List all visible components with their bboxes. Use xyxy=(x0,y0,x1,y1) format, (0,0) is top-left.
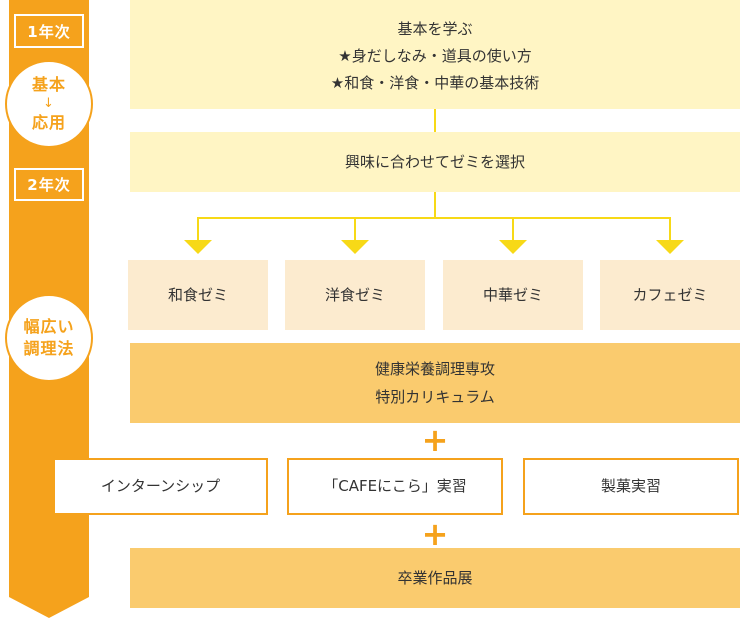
stage-applied-text: 応用 xyxy=(31,113,66,132)
seminar-chuka: 中華ゼミ xyxy=(443,260,583,330)
basics-item: ★身だしなみ・道具の使い方 xyxy=(338,47,532,65)
down-arrow-icon: ↓ xyxy=(43,96,55,111)
down-arrow-icon xyxy=(499,240,527,254)
basics-item: ★和食・洋食・中華の基本技術 xyxy=(330,74,540,92)
year-2-label: 2年次 xyxy=(14,168,84,201)
down-arrow-icon xyxy=(341,240,369,254)
seminar-washoku: 和食ゼミ xyxy=(128,260,268,330)
special-curriculum-subtitle: 特別カリキュラム xyxy=(375,388,495,406)
plus-icon: + xyxy=(421,421,449,459)
year-1-label: 1年次 xyxy=(14,14,84,48)
special-curriculum-box: 健康栄養調理専攻 特別カリキュラム xyxy=(130,343,740,423)
basics-box: 基本を学ぶ ★身だしなみ・道具の使い方 ★和食・洋食・中華の基本技術 xyxy=(130,0,740,109)
down-arrow-icon xyxy=(656,240,684,254)
stage-techniques-text: 調理法 xyxy=(23,339,75,358)
plus-icon: + xyxy=(421,515,449,553)
practicum-confectionery: 製菓実習 xyxy=(523,458,739,515)
special-curriculum-title: 健康栄養調理専攻 xyxy=(374,360,495,378)
timeline: 1年次 基本 ↓ 応用 2年次 幅広い 調理法 xyxy=(0,0,98,618)
practicum-internship: インターンシップ xyxy=(53,458,268,515)
basics-title: 基本を学ぶ xyxy=(397,20,473,38)
seminar-cafe: カフェゼミ xyxy=(600,260,740,330)
stage-wide-techniques-circle: 幅広い 調理法 xyxy=(5,294,93,382)
stage-basic-text: 基本 xyxy=(31,75,66,94)
seminar-select-box: 興味に合わせてゼミを選択 xyxy=(130,132,740,192)
down-arrow-icon xyxy=(184,240,212,254)
practicum-cafe-nicora: 「CAFEにこら」実習 xyxy=(287,458,503,515)
stage-wide-text: 幅広い xyxy=(23,317,75,336)
seminar-yoshoku: 洋食ゼミ xyxy=(285,260,425,330)
graduation-exhibition-box: 卒業作品展 xyxy=(130,548,740,608)
stage-basic-to-applied-circle: 基本 ↓ 応用 xyxy=(5,60,93,148)
